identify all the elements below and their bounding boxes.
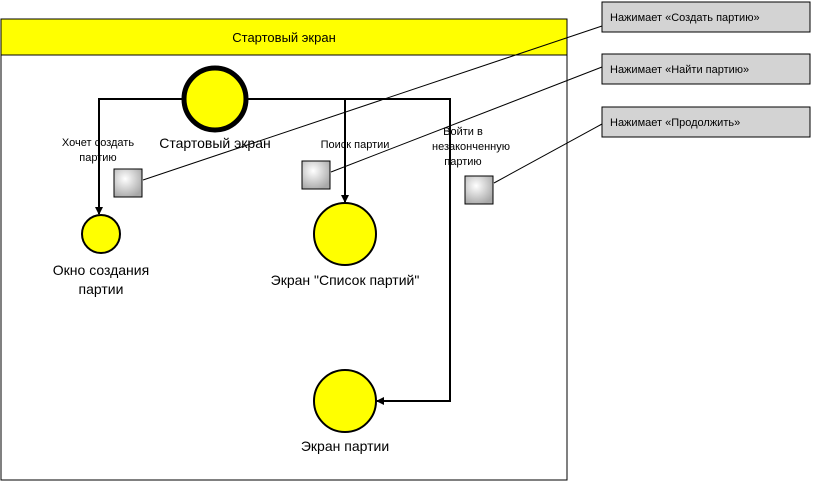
node-create-label-line1: Окно создания (53, 262, 149, 278)
edge-create-label-line2: партию (79, 152, 116, 164)
callout-continue-box (601, 106, 811, 138)
trigger-continue-square[interactable] (464, 175, 494, 205)
header-title: Стартовый экран (232, 30, 336, 45)
node-list[interactable] (313, 202, 377, 266)
callout-find-text: Нажимает «Найти партию» (610, 64, 749, 76)
node-party-label: Экран партии (301, 438, 389, 454)
callout-leader-continue (493, 123, 603, 184)
edge-continue-label-line2: незаконченную (432, 141, 510, 153)
edge-continue-label-line1: Войти в (443, 126, 483, 138)
callout-create-text: Нажимает «Создать партию» (610, 12, 760, 24)
trigger-create-square[interactable] (113, 168, 143, 198)
callout-leader-create (142, 25, 603, 181)
node-start-label: Стартовый экран (159, 135, 270, 151)
container-frame (0, 18, 568, 481)
edge-search-label: Поиск партии (321, 139, 390, 151)
callout-continue-text: Нажимает «Продолжить» (610, 117, 740, 129)
edge-create-label-line1: Хочет создать (62, 137, 134, 149)
node-create-label-line2: партии (79, 281, 124, 297)
callout-create-box (601, 1, 811, 33)
trigger-find-square[interactable] (301, 160, 331, 190)
callout-find-box (601, 53, 811, 85)
node-party-circle (313, 369, 377, 433)
header-bar (0, 18, 568, 56)
node-list-label: Экран "Список партий" (271, 272, 420, 288)
edge-continue-label-line3: партию (444, 156, 481, 168)
edge-start-party (345, 98, 451, 405)
node-list-circle (313, 202, 377, 266)
node-start-circle (181, 65, 249, 133)
node-party[interactable] (313, 369, 377, 433)
node-create[interactable] (81, 214, 121, 254)
node-start[interactable] (181, 65, 249, 133)
node-create-circle (81, 214, 121, 254)
callout-leader-find (330, 66, 603, 173)
edge-start-create (95, 98, 184, 215)
